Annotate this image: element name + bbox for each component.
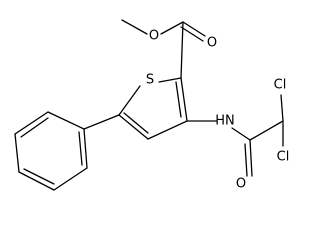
methyl-to-ester-o-bond <box>121 19 148 35</box>
sulfur-atom-label: S <box>146 73 154 88</box>
phenyl-bond-6-inner <box>20 117 49 138</box>
carbonyl-c-to-chcl2-bond <box>249 120 284 141</box>
phenyl-bond-4 <box>18 171 55 191</box>
amide-carbonyl-double-bond-b <box>244 143 248 177</box>
chcl2-to-top-cl-bond <box>280 94 284 122</box>
chlorine-top-label: Cl <box>274 78 287 93</box>
amide-oxygen-label: O <box>236 177 246 192</box>
phenyl-bond-5 <box>14 133 20 173</box>
chlorine-right-label: Cl <box>277 150 290 165</box>
methyl-ester-bonds <box>121 19 206 79</box>
carbonyl-c-to-thiophene-c2-bond <box>180 21 184 79</box>
thiophene-c2-c3-double-bond-a <box>180 77 188 122</box>
thiophene-ring-bonds <box>118 77 188 140</box>
amide-nitrogen-label: HN <box>215 114 235 129</box>
phenyl-bond-4-inner <box>23 168 55 185</box>
thiophene-c5-s-bond <box>118 85 141 116</box>
thiophene-to-phenyl-bond <box>83 114 120 130</box>
phenyl-bond-3 <box>53 167 88 191</box>
thiophene-c3-c4-bond <box>147 120 188 140</box>
nh-to-carbonyl-c-bond <box>231 127 251 141</box>
thiophene-c2-c3-double-bond-b <box>175 81 182 118</box>
ester-oxygen-label: O <box>149 29 159 44</box>
carbonyl-oxygen-label: O <box>207 36 217 51</box>
amide-carbonyl-double-bond-a <box>249 139 253 177</box>
molecule-structure: O O S HN O Cl Cl <box>14 19 290 192</box>
phenyl-bond-2-inner <box>78 131 83 166</box>
dichloroacetamide-bonds <box>186 94 284 177</box>
thiophene-s-c2-bond <box>158 77 182 83</box>
phenyl-bond-2 <box>83 128 88 169</box>
ester-o-to-carbonyl-c-bond <box>160 21 184 35</box>
carbonyl-c-to-o-double-bond-b <box>180 26 204 42</box>
carbonyl-c-to-o-double-bond-a <box>182 21 206 37</box>
phenyl-ring-bonds <box>14 111 120 191</box>
phenyl-bond-6 <box>14 111 49 135</box>
phenyl-bond-1 <box>47 111 85 130</box>
thiophene-c4-c5-double-bond-b <box>123 112 149 134</box>
thiophene-c4-c5-double-bond-a <box>118 114 149 140</box>
